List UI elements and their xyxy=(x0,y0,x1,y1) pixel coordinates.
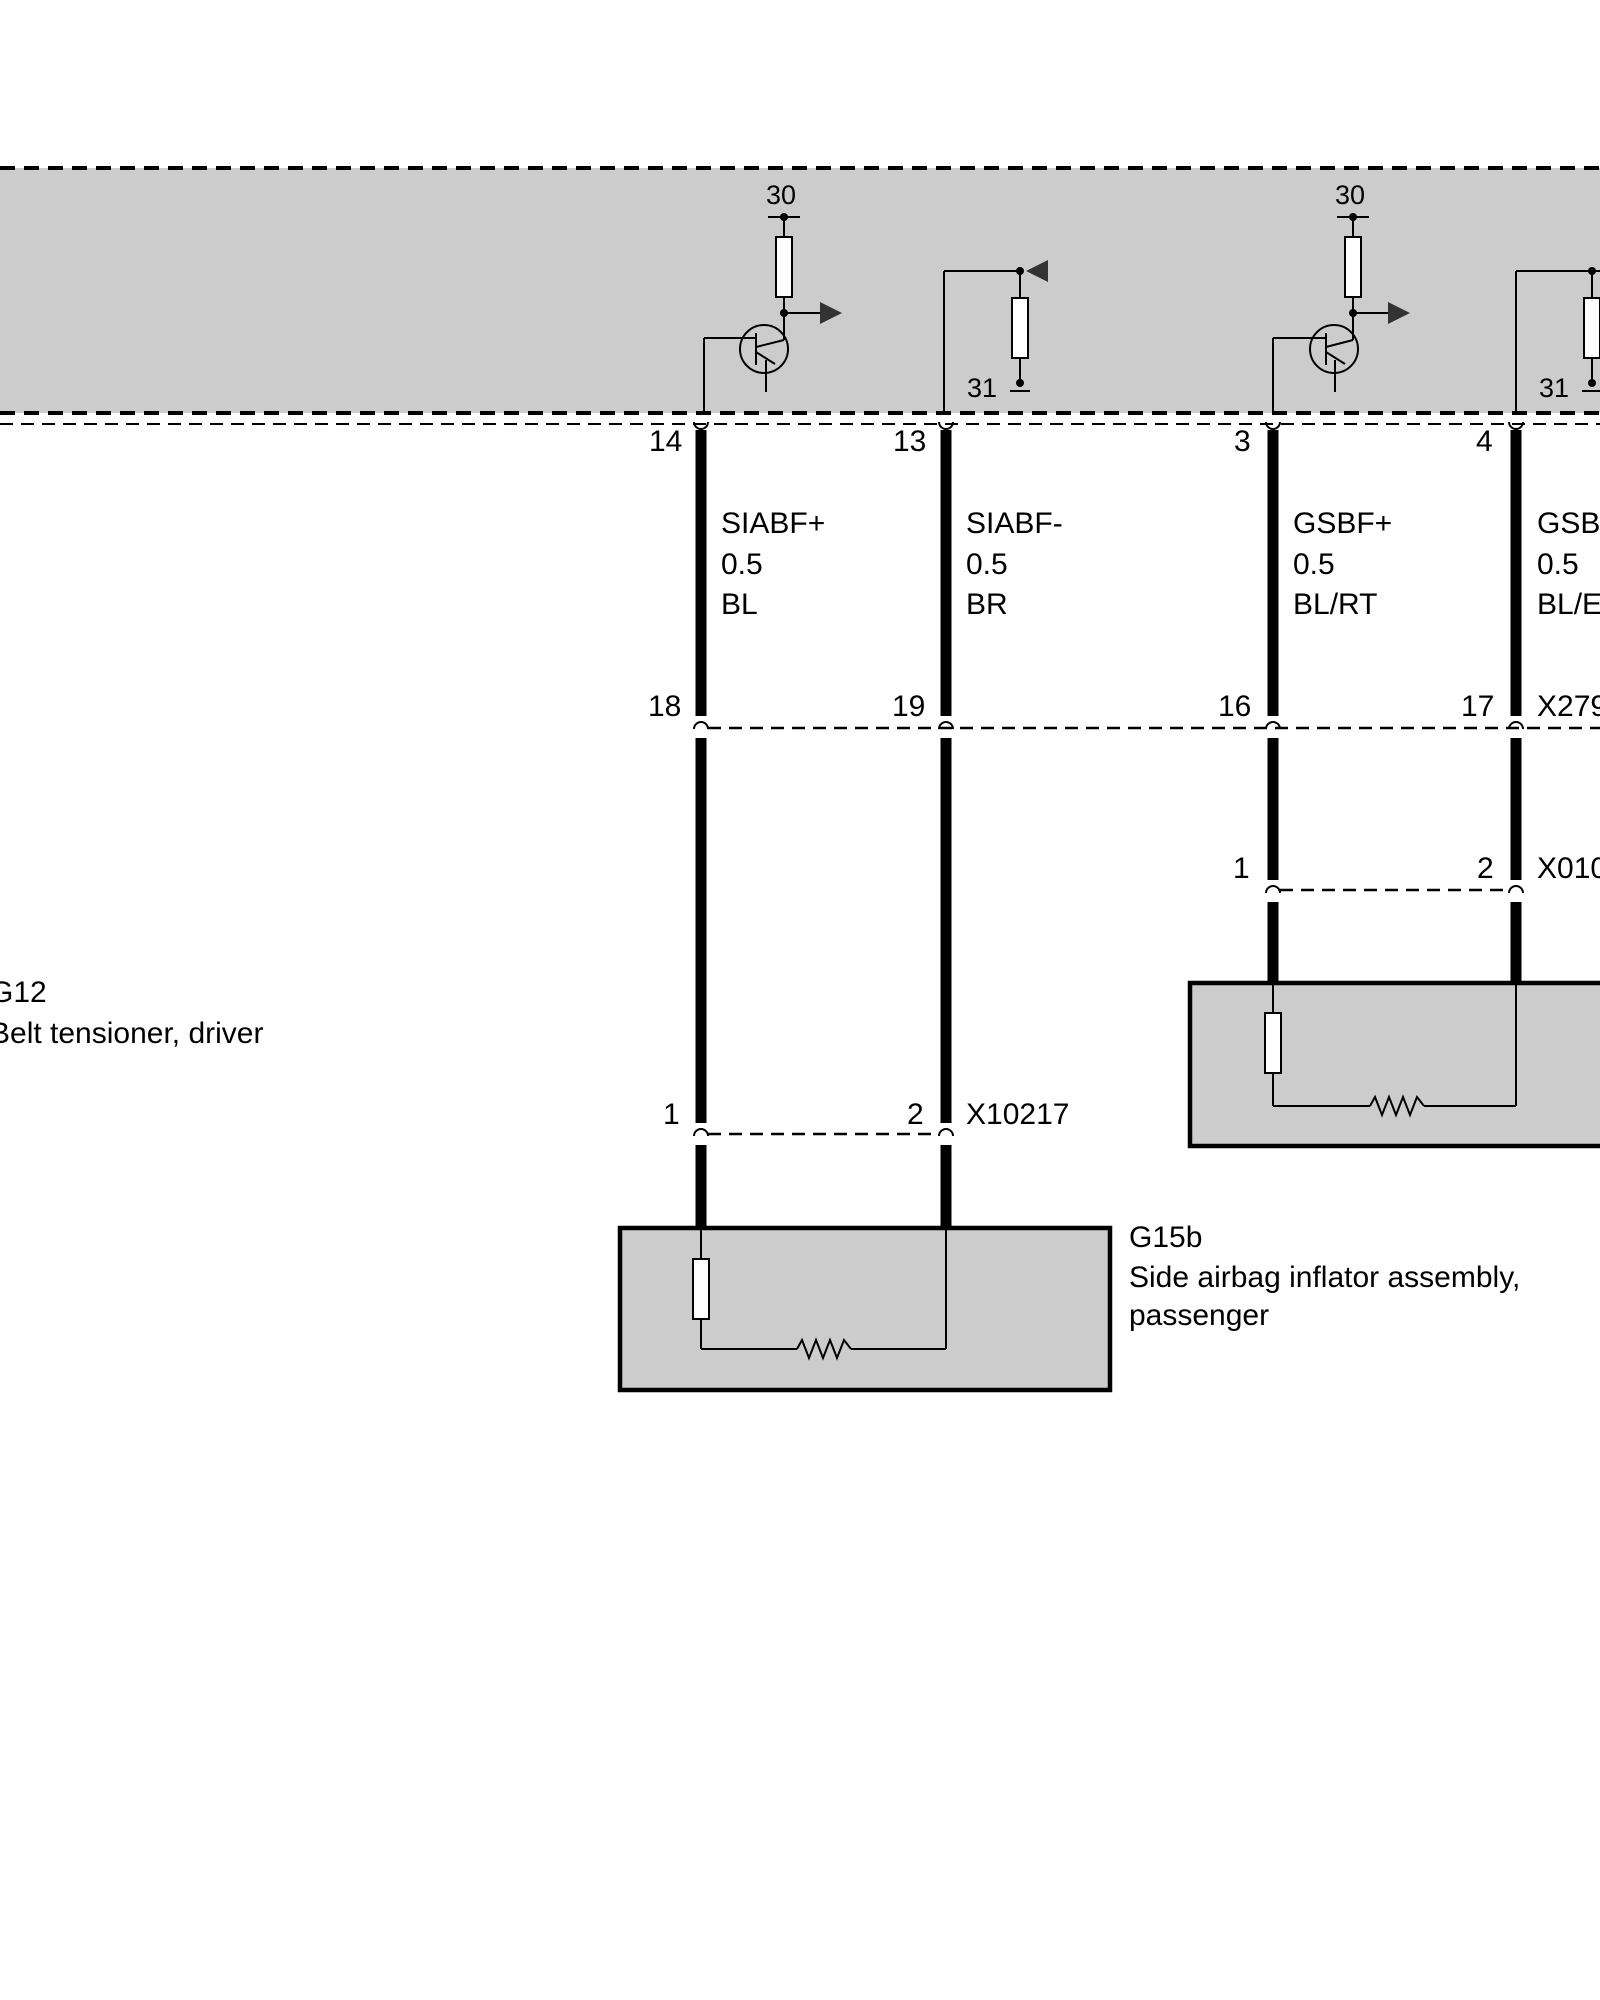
resistor-symbol xyxy=(1264,1012,1282,1074)
pin-number: 14 xyxy=(649,425,682,458)
wire-signal-label: GSB xyxy=(1537,507,1600,540)
wire-signal-label: GSBF+ xyxy=(1293,507,1392,540)
ground-label-31: 31 xyxy=(1539,373,1569,403)
connector-label: X010 xyxy=(1537,852,1600,885)
component-description: Side airbag inflator assembly, xyxy=(1129,1261,1520,1294)
pin-number: 2 xyxy=(1477,852,1494,885)
pin-number: 17 xyxy=(1461,690,1494,723)
wire-color-label: BL/E xyxy=(1537,588,1600,621)
pin-number: 16 xyxy=(1218,690,1251,723)
component-g15b-box xyxy=(617,1225,1113,1393)
arrow-right-icon xyxy=(820,302,842,324)
pin-number: 3 xyxy=(1234,425,1251,458)
pin-number: 18 xyxy=(648,690,681,723)
wire-gsbf-plus xyxy=(1265,421,1281,983)
wire-size-label: 0.5 xyxy=(1293,548,1335,581)
component-g12-box xyxy=(1187,980,1600,1149)
wire-color-label: BL xyxy=(721,588,758,621)
pin-number: 2 xyxy=(907,1098,924,1131)
component-id: G15b xyxy=(1129,1221,1202,1254)
pin-number: 1 xyxy=(663,1098,680,1131)
wire-gsbf-minus xyxy=(1508,421,1524,983)
pin-number: 4 xyxy=(1476,425,1493,458)
resistor-symbol xyxy=(692,1258,710,1320)
output-stage-gsbf xyxy=(1272,213,1600,413)
heating-element-symbol xyxy=(1369,1094,1425,1118)
connector-label: X10217 xyxy=(966,1098,1069,1131)
resistor-symbol xyxy=(775,236,793,298)
pin-number: 19 xyxy=(892,690,925,723)
component-id: G12 xyxy=(0,976,47,1009)
pin-number: 13 xyxy=(893,425,926,458)
wire-color-label: BL/RT xyxy=(1293,588,1377,621)
resistor-symbol xyxy=(1583,297,1600,359)
wire-size-label: 0.5 xyxy=(721,548,763,581)
ground-label-31: 31 xyxy=(967,373,997,403)
wire-color-label: BR xyxy=(966,588,1008,621)
pin-number: 1 xyxy=(1233,852,1250,885)
component-description: passenger xyxy=(1129,1299,1269,1332)
supply-label-30: 30 xyxy=(766,180,796,210)
wire-siabf-minus xyxy=(938,421,954,1228)
wire-size-label: 0.5 xyxy=(1537,548,1579,581)
wire-signal-label: SIABF- xyxy=(966,507,1063,540)
connector-label: X279 xyxy=(1537,690,1600,723)
wire-siabf-plus xyxy=(693,421,709,1228)
arrow-right-icon xyxy=(1388,302,1410,324)
component-description: Belt tensioner, driver xyxy=(0,1017,263,1050)
heating-element-symbol xyxy=(796,1337,852,1361)
wire-signal-label: SIABF+ xyxy=(721,507,825,540)
output-stage-siabf xyxy=(703,213,1048,413)
resistor-symbol xyxy=(1344,236,1362,298)
resistor-symbol xyxy=(1011,297,1029,359)
transistor-symbol xyxy=(739,324,789,374)
arrow-left-icon xyxy=(1026,260,1048,282)
supply-label-30: 30 xyxy=(1335,180,1365,210)
wire-size-label: 0.5 xyxy=(966,548,1008,581)
